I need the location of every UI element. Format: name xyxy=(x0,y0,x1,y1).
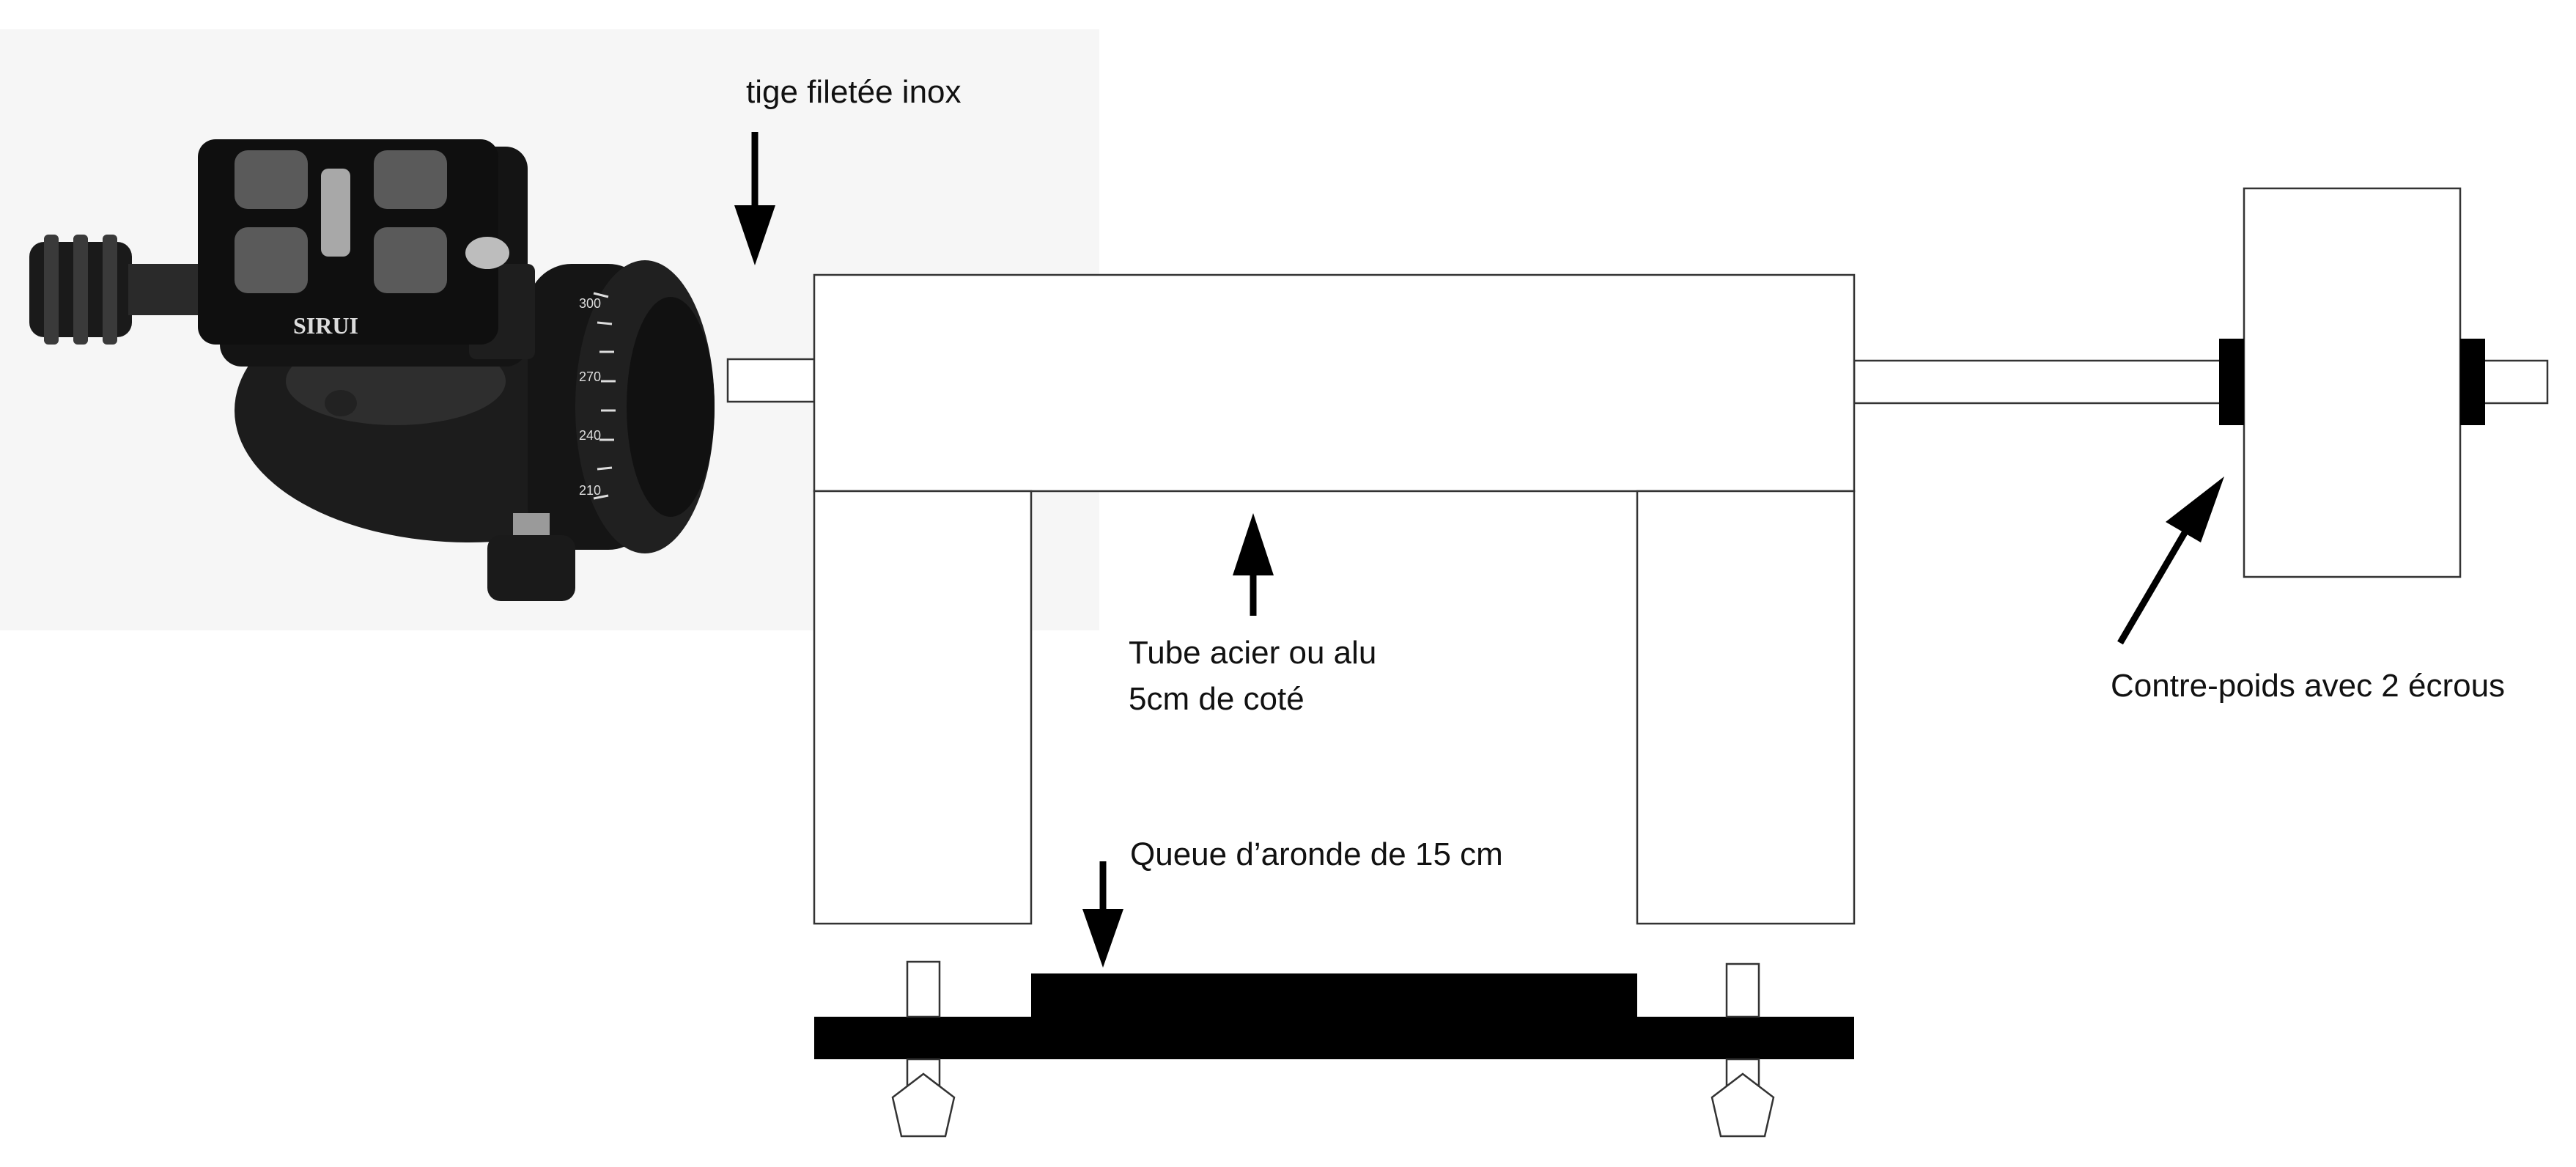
rubber-pad xyxy=(374,150,447,209)
lock-knob-bottom xyxy=(487,513,575,601)
plate-screw xyxy=(321,169,350,257)
rod-left-segment xyxy=(726,358,816,403)
label-threaded-rod: tige filetée inox xyxy=(746,74,962,110)
main-tube xyxy=(813,273,1856,493)
counterweight-block xyxy=(2243,187,2462,578)
arrow-rod xyxy=(734,132,775,265)
label-dovetail: Queue d’aronde de 15 cm xyxy=(1130,836,1503,872)
arrow-tube xyxy=(1233,513,1274,616)
panning-base: 210 240 270 300 xyxy=(528,260,715,553)
wing-knob xyxy=(891,1072,956,1138)
right-leg xyxy=(1636,490,1856,925)
scale-tick-label: 210 xyxy=(579,483,601,498)
nut-right xyxy=(2460,339,2485,425)
right-bolt xyxy=(1710,962,1775,1138)
label-counterweight: Contre-poids avec 2 écrous xyxy=(2111,668,2505,704)
scale-tick-label: 270 xyxy=(579,369,601,384)
arrow-counterweight xyxy=(2117,476,2224,645)
scale-tick-label: 300 xyxy=(579,296,601,311)
left-leg xyxy=(813,490,1033,925)
label-tube-line1: Tube acier ou alu xyxy=(1129,635,1376,671)
dovetail-rail xyxy=(1031,973,1637,1017)
brand-logo: SIRUI xyxy=(293,312,358,339)
arrow-dovetail xyxy=(1082,861,1123,968)
release-plate: SIRUI xyxy=(198,139,498,345)
wing-knob xyxy=(1710,1072,1775,1138)
bubble-level xyxy=(465,237,509,269)
label-tube-line2: 5cm de coté xyxy=(1129,681,1304,717)
rubber-pad xyxy=(235,150,308,209)
base-bar xyxy=(814,1017,1854,1059)
left-bolt xyxy=(891,960,956,1138)
rubber-pad xyxy=(374,227,447,293)
nut-left xyxy=(2219,339,2244,425)
rubber-pad xyxy=(235,227,308,293)
scale-tick-label: 240 xyxy=(579,428,601,443)
